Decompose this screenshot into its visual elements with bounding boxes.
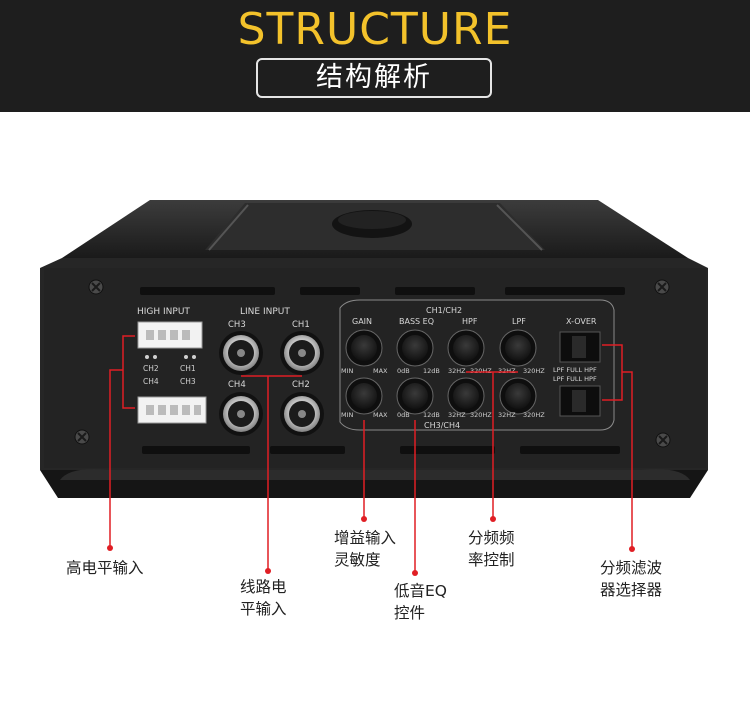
- line-input-label: LINE INPUT: [240, 307, 290, 317]
- svg-text:CH1: CH1: [292, 320, 310, 330]
- svg-text:X-OVER: X-OVER: [566, 317, 597, 326]
- callout-bass-eq-line2: 控件: [394, 604, 426, 622]
- svg-text:CH1/CH2: CH1/CH2: [426, 306, 462, 315]
- svg-text:MAX: MAX: [373, 367, 388, 375]
- svg-text:32HZ: 32HZ: [448, 411, 466, 419]
- callout-xover-line2: 器选择器: [600, 581, 663, 599]
- svg-text:320HZ: 320HZ: [470, 411, 492, 419]
- hpf-knob-ch12: [447, 329, 485, 367]
- svg-text:LPF: LPF: [512, 317, 526, 326]
- heatsink-top: [62, 200, 688, 258]
- svg-text:CH2: CH2: [143, 364, 159, 373]
- svg-text:CH3: CH3: [180, 377, 196, 386]
- gain-knob-ch12: [345, 329, 383, 367]
- svg-text:CH1: CH1: [180, 364, 196, 373]
- page-subtitle: 结构解析: [256, 58, 492, 98]
- lpf-knob-ch12: [499, 329, 537, 367]
- rca-jack-ch4: [219, 392, 263, 436]
- front-chassis: [40, 258, 708, 498]
- control-panel: CH1/CH2 CH3/CH4 GAIN BASS EQ HPF LPF X-O…: [339, 299, 615, 431]
- callout-xover: 分频滤波 器选择器: [600, 557, 662, 601]
- callout-dot-line-input: [265, 568, 271, 574]
- callout-lines: [109, 335, 633, 572]
- svg-text:0dB: 0dB: [397, 367, 410, 375]
- rca-jack-ch2: [280, 392, 324, 436]
- bass-knob-ch34: [396, 377, 434, 415]
- callout-dot-xover: [629, 546, 635, 552]
- svg-text:MIN: MIN: [341, 367, 354, 375]
- callout-gain-line2: 灵敏度: [334, 551, 381, 569]
- svg-text:BASS EQ: BASS EQ: [399, 317, 434, 326]
- svg-text:HPF: HPF: [462, 317, 478, 326]
- svg-text:MIN: MIN: [341, 411, 354, 419]
- svg-text:CH4: CH4: [143, 377, 159, 386]
- rca-jack-ch3: [219, 331, 263, 375]
- svg-text:CH3/CH4: CH3/CH4: [424, 421, 460, 430]
- svg-text:12dB: 12dB: [423, 367, 440, 375]
- callout-bass-eq: 低音EQ 控件: [394, 580, 447, 624]
- callout-dot-gain: [361, 516, 367, 522]
- callout-dot-filter: [490, 516, 496, 522]
- callout-high-input: 高电平输入: [66, 557, 144, 579]
- callout-line-input-line2: 平输入: [240, 600, 287, 618]
- svg-text:CH4: CH4: [228, 380, 246, 390]
- svg-text:LPF FULL HPF: LPF FULL HPF: [553, 375, 597, 383]
- callout-dot-high-input: [107, 545, 113, 551]
- high-input-section: HIGH INPUT CH2 CH1 CH4 CH3: [137, 307, 207, 424]
- callout-dot-bass: [412, 570, 418, 576]
- svg-text:GAIN: GAIN: [352, 317, 372, 326]
- callout-xover-line1: 分频滤波: [600, 559, 663, 577]
- high-input-label: HIGH INPUT: [137, 307, 190, 317]
- callout-filter-freq-line1: 分频频: [468, 529, 515, 547]
- svg-text:320HZ: 320HZ: [523, 367, 545, 375]
- svg-text:32HZ: 32HZ: [498, 367, 516, 375]
- svg-text:0dB: 0dB: [397, 411, 410, 419]
- lpf-knob-ch34: [499, 377, 537, 415]
- svg-text:320HZ: 320HZ: [523, 411, 545, 419]
- hpf-knob-ch34: [447, 377, 485, 415]
- gain-knob-ch34: [345, 377, 383, 415]
- callout-line-input: 线路电 平输入: [240, 576, 287, 620]
- callout-filter-freq-line2: 率控制: [468, 551, 515, 569]
- svg-text:12dB: 12dB: [423, 411, 440, 419]
- svg-text:LPF FULL HPF: LPF FULL HPF: [553, 366, 597, 374]
- svg-text:CH2: CH2: [292, 380, 310, 390]
- svg-text:32HZ: 32HZ: [498, 411, 516, 419]
- bass-knob-ch12: [396, 329, 434, 367]
- callout-high-input-line1: 高电平输入: [66, 559, 144, 577]
- svg-text:CH3: CH3: [228, 320, 246, 330]
- callout-gain-line1: 增益输入: [334, 529, 397, 547]
- header-banner: STRUCTURE 结构解析: [0, 0, 750, 112]
- callout-line-input-line1: 线路电: [240, 578, 287, 596]
- svg-text:320HZ: 320HZ: [470, 367, 492, 375]
- rca-jack-ch1: [280, 331, 324, 375]
- svg-text:32HZ: 32HZ: [448, 367, 466, 375]
- line-input-section: LINE INPUT CH3 CH1 CH4 CH2: [219, 307, 324, 436]
- callout-filter-freq: 分频频 率控制: [468, 527, 515, 571]
- amplifier-illustration: HIGH INPUT CH2 CH1 CH4 CH3 LINE INPUT CH…: [40, 200, 708, 572]
- callout-gain: 增益输入 灵敏度: [334, 527, 396, 571]
- callout-bass-eq-line1: 低音EQ: [394, 582, 447, 600]
- page-title: STRUCTURE: [237, 4, 513, 55]
- svg-text:MAX: MAX: [373, 411, 388, 419]
